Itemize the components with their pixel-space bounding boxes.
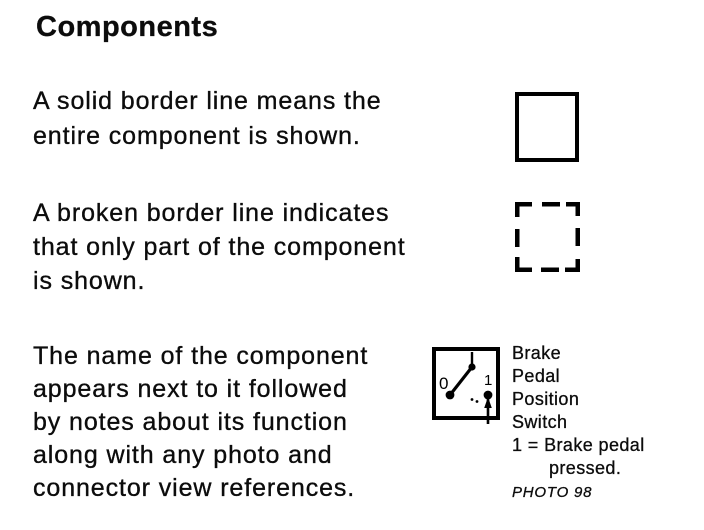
solid-border-box-symbol: [515, 92, 579, 162]
switch-off-label: 0: [439, 374, 448, 393]
photo-reference: PHOTO 98: [512, 484, 593, 501]
text-line: that only part of the component: [33, 233, 406, 261]
page-title: Components: [36, 11, 219, 43]
component-name-paragraph: The name of the component appears next t…: [33, 340, 368, 505]
text-line: along with any photo and: [33, 441, 333, 469]
brake-switch-symbol: 0 1: [432, 347, 500, 426]
switch-note-line: pressed.: [549, 458, 622, 478]
text-line: by notes about its function: [33, 408, 348, 436]
text-line: The name of the component: [33, 342, 369, 370]
broken-border-box-symbol: [515, 202, 580, 272]
component-name-line: Pedal: [512, 366, 561, 386]
switch-note-line: 1 = Brake pedal: [512, 435, 645, 455]
text-line: connector view references.: [33, 474, 356, 502]
text-line: A solid border line means the: [33, 87, 382, 115]
switch-diagram-icon: 0 1: [432, 347, 500, 424]
dashed-box-icon: [515, 202, 580, 272]
text-line: is shown.: [33, 267, 146, 295]
component-name-line: Position: [512, 389, 580, 409]
solid-border-paragraph: A solid border line means the entire com…: [33, 84, 382, 154]
text-line: entire component is shown.: [33, 122, 361, 150]
text-line: appears next to it followed: [33, 375, 348, 403]
component-name-line: Switch: [512, 412, 568, 432]
component-callout: Brake Pedal Position Switch 1 = Brake pe…: [512, 342, 645, 503]
component-name-line: Brake: [512, 343, 562, 363]
text-line: A broken border line indicates: [33, 199, 390, 227]
switch-on-label: 1: [484, 372, 492, 389]
broken-border-paragraph: A broken border line indicates that only…: [33, 196, 406, 298]
